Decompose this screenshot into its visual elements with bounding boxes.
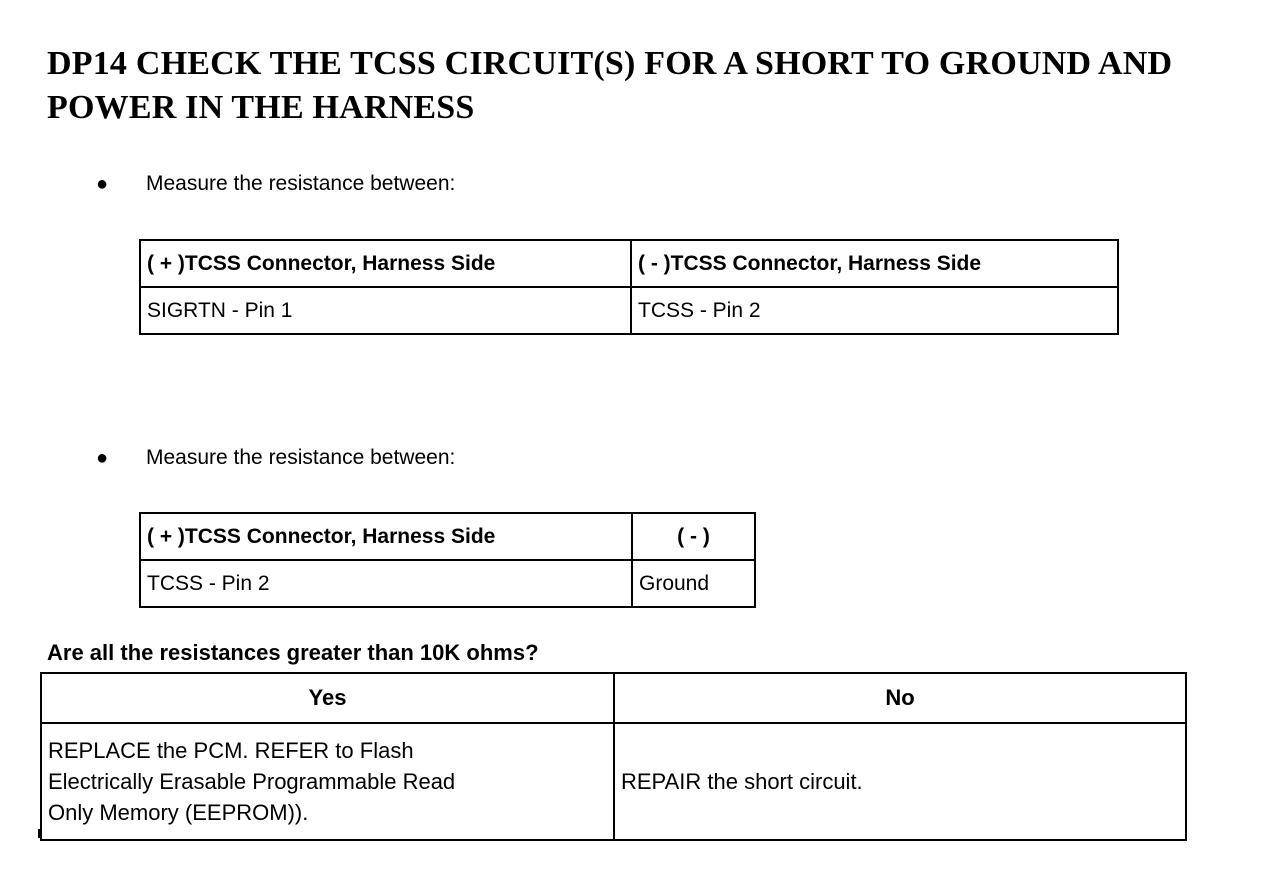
table-2-cell-positive: TCSS - Pin 2 (139, 559, 633, 608)
table-1-header-positive: ( + )TCSS Connector, Harness Side (139, 239, 632, 288)
table-2-header-positive: ( + )TCSS Connector, Harness Side (139, 512, 633, 561)
table-1-cell-positive: SIGRTN - Pin 1 (139, 286, 632, 335)
table-row: Yes No (40, 672, 1187, 724)
table-2-header-negative: ( - ) (631, 512, 756, 561)
decision-answer-yes-line-3: Only Memory (EEPROM)). (48, 799, 309, 825)
decision-answer-yes-line-1: REPLACE the PCM. REFER to Flash (48, 737, 414, 763)
table-row: SIGRTN - Pin 1 TCSS - Pin 2 (139, 286, 1119, 335)
decision-table: Yes No REPLACE the PCM. REFER to Flash E… (40, 672, 1187, 841)
decision-question: Are all the resistances greater than 10K… (47, 640, 539, 665)
decision-answer-no: REPAIR the short circuit. (613, 722, 1187, 841)
measure-table-1: ( + )TCSS Connector, Harness Side ( - )T… (139, 239, 1119, 335)
table-row: REPLACE the PCM. REFER to Flash Electric… (40, 722, 1187, 841)
step-1-instruction-text: Measure the resistance between: (146, 172, 456, 195)
step-2-instruction-text: Measure the resistance between: (146, 446, 456, 469)
table-row: ( + )TCSS Connector, Harness Side ( - ) (139, 512, 756, 561)
step-2-instruction-row: ● Measure the resistance between: (96, 446, 455, 470)
decision-header-no: No (613, 672, 1187, 724)
bullet-icon: ● (96, 447, 109, 469)
step-1-instruction-row: ● Measure the resistance between: (96, 172, 455, 196)
decision-header-yes: Yes (40, 672, 615, 724)
table-row: TCSS - Pin 2 Ground (139, 559, 756, 608)
page-title: DP14 CHECK THE TCSS CIRCUIT(S) FOR A SHO… (47, 45, 1173, 126)
table-1-cell-negative: TCSS - Pin 2 (630, 286, 1119, 335)
decision-answer-yes-line-2: Electrically Erasable Programmable Read (48, 768, 456, 794)
table-1-header-negative: ( - )TCSS Connector, Harness Side (630, 239, 1119, 288)
decision-answer-yes: REPLACE the PCM. REFER to Flash Electric… (40, 722, 615, 841)
left-margin-rule-tick (38, 829, 40, 838)
bullet-icon: ● (96, 173, 109, 195)
table-row: ( + )TCSS Connector, Harness Side ( - )T… (139, 239, 1119, 288)
table-2-cell-negative: Ground (631, 559, 756, 608)
measure-table-2: ( + )TCSS Connector, Harness Side ( - ) … (139, 512, 756, 608)
